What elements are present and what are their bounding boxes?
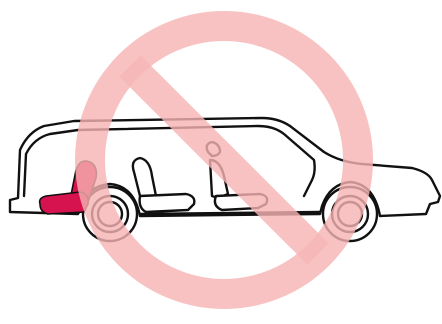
warning-illustration [0,0,442,324]
no-child-seat-illustration [0,0,442,324]
